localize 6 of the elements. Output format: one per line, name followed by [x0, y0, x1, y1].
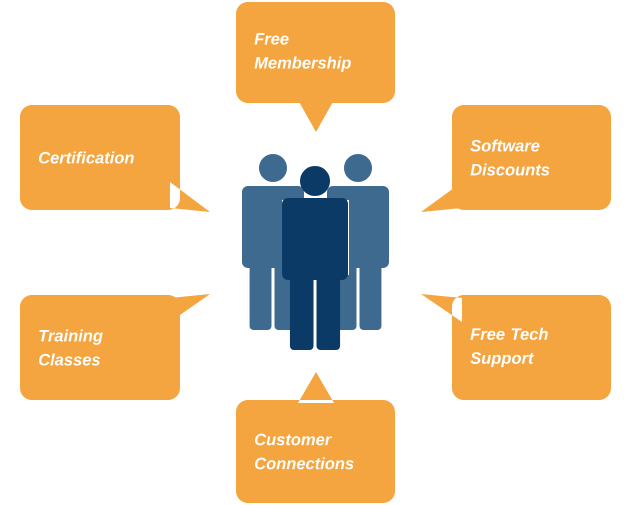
speech-bubble: Software Discounts: [421, 105, 611, 212]
speech-bubble: Free Membership: [236, 2, 395, 132]
speech-bubble: Free Tech Support: [421, 294, 611, 400]
speech-bubble: Training Classes: [20, 294, 210, 400]
speech-bubble: Customer Connections: [236, 372, 395, 503]
speech-bubble: Certification: [20, 105, 210, 212]
